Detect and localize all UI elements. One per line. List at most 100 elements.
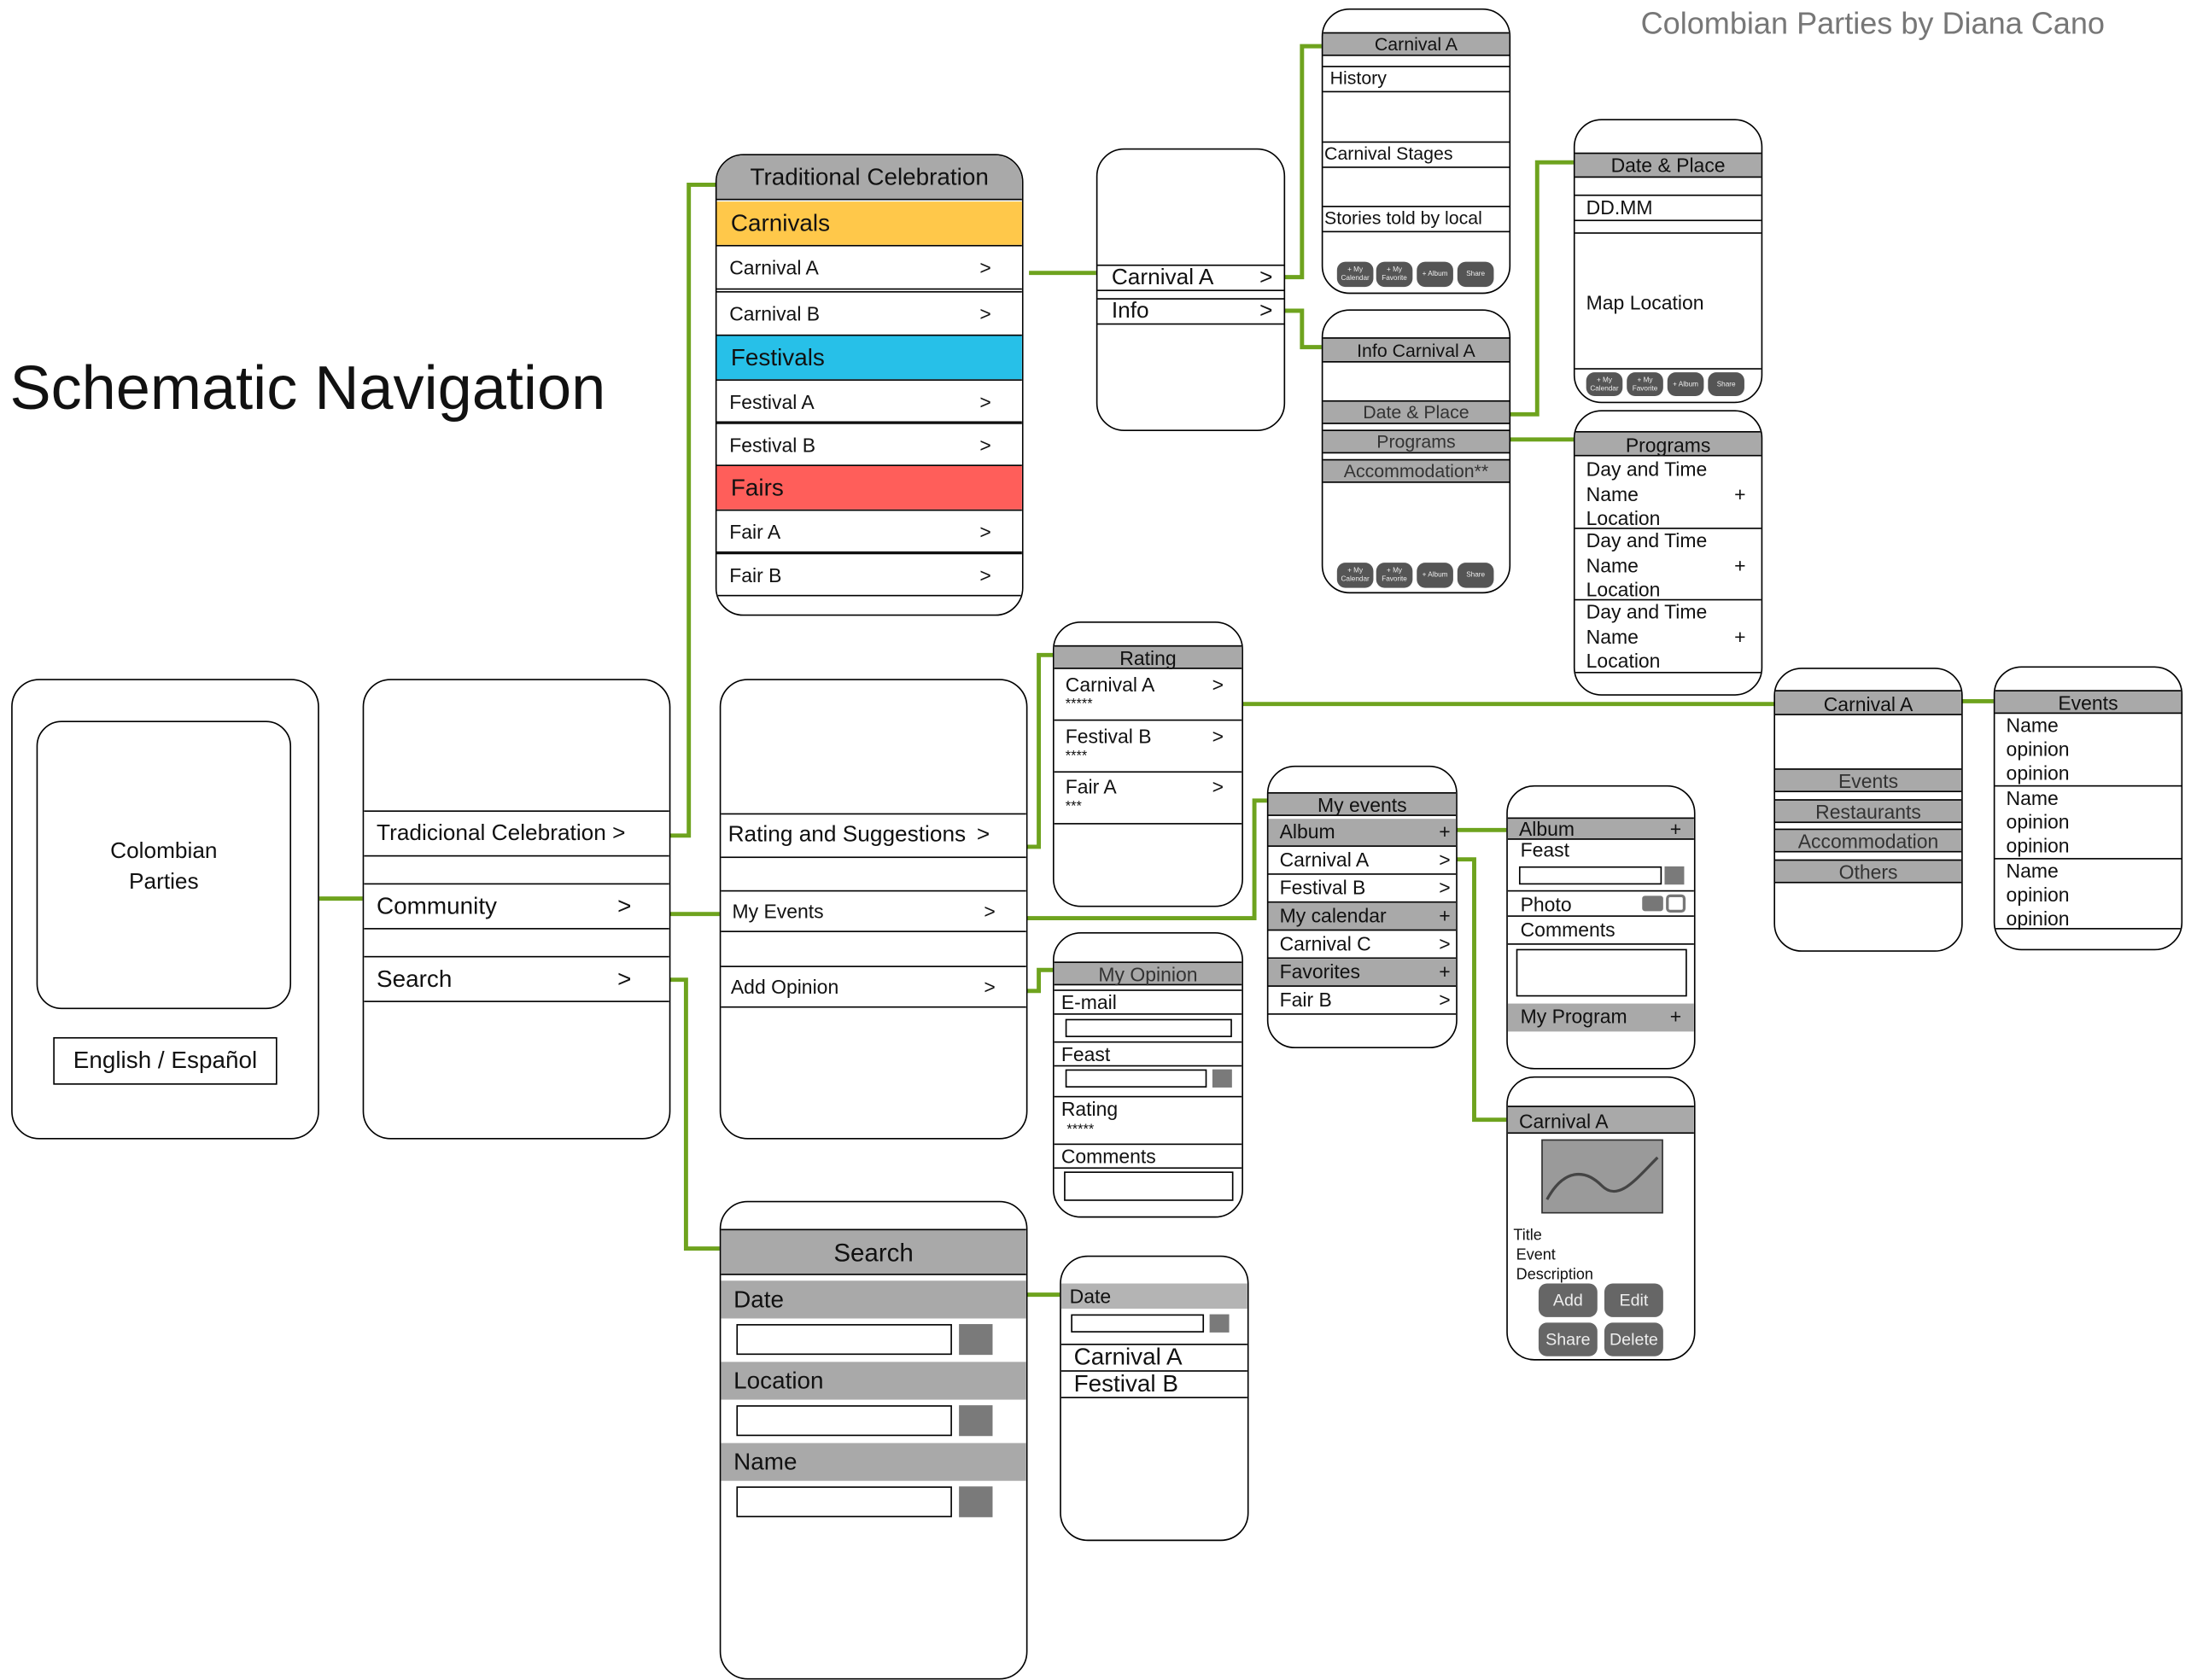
feast-input[interactable] xyxy=(1065,1069,1207,1088)
gallery-icon[interactable] xyxy=(1642,895,1663,912)
add-favorite-button[interactable]: + My Favorite xyxy=(1376,563,1413,588)
list-item-festival-b[interactable]: Festival B > xyxy=(716,423,1022,466)
rating-row[interactable]: Festival B **** > xyxy=(1054,720,1242,773)
my-events-item[interactable]: My Events > xyxy=(721,890,1026,932)
list-item-carnival-a[interactable]: Carnival A > xyxy=(716,244,1022,290)
share-button[interactable]: Share xyxy=(1457,563,1494,588)
programs-screen: Programs Day and Time Name Location + Da… xyxy=(1573,410,1763,696)
my-program-row[interactable]: My Program + xyxy=(1507,1003,1694,1032)
events-item[interactable]: Events xyxy=(1775,768,1962,793)
fairs-header: Fairs xyxy=(716,465,1022,510)
my-events-row[interactable]: Favorites+ xyxy=(1268,959,1457,987)
share-button[interactable]: Share xyxy=(1457,261,1494,288)
name-input[interactable] xyxy=(736,1486,952,1518)
chevron-right-icon: > xyxy=(1439,988,1451,1011)
my-opinion-title: My Opinion xyxy=(1054,961,1242,986)
location-input[interactable] xyxy=(736,1405,952,1437)
stories-row[interactable]: Stories told by local xyxy=(1323,206,1510,233)
program-entry[interactable]: Day and Time Name Location + xyxy=(1575,600,1762,674)
event-entry[interactable]: Name opinion opinion xyxy=(1995,859,2182,930)
plus-icon[interactable]: + xyxy=(1734,482,1746,505)
my-events-row[interactable]: Carnival A> xyxy=(1268,847,1457,875)
result-item[interactable]: Carnival A xyxy=(1060,1344,1247,1372)
chevron-right-icon: > xyxy=(1259,299,1273,323)
comments-row: Comments xyxy=(1507,919,1694,945)
menu-item-search[interactable]: Search > xyxy=(364,955,669,1002)
email-input[interactable] xyxy=(1065,1018,1232,1037)
comments-input[interactable] xyxy=(1064,1171,1234,1201)
rating-row[interactable]: Fair A *** > xyxy=(1054,773,1242,825)
program-entry[interactable]: Day and Time Name Location + xyxy=(1575,457,1762,529)
my-events-row[interactable]: Fair B> xyxy=(1268,987,1457,1015)
my-events-row[interactable]: Festival B> xyxy=(1268,875,1457,903)
credit-label: Colombian Parties by Diana Cano xyxy=(1640,5,2105,41)
add-album-button[interactable]: + Album xyxy=(1417,563,1453,588)
add-favorite-button[interactable]: + My Favorite xyxy=(1376,261,1413,288)
add-album-button[interactable]: + Album xyxy=(1417,261,1453,288)
plus-icon[interactable]: + xyxy=(1669,817,1682,840)
add-album-button[interactable]: + Album xyxy=(1667,372,1704,397)
rating-row[interactable]: Carnival A ***** > xyxy=(1054,669,1242,721)
carnival-detail-screen: Carnival A History Carnival Stages Stori… xyxy=(1321,8,1511,295)
results-date-input[interactable] xyxy=(1071,1314,1205,1333)
feast-input[interactable] xyxy=(1518,866,1662,885)
my-events-row[interactable]: Album+ xyxy=(1268,819,1457,847)
list-item-festival-a[interactable]: Festival A > xyxy=(716,379,1022,423)
menu-item-community[interactable]: Community > xyxy=(364,883,669,930)
event-opinion: opinion xyxy=(2006,810,2070,833)
edit-button[interactable]: Edit xyxy=(1604,1283,1663,1317)
photo-row[interactable]: Photo xyxy=(1507,890,1694,917)
event-entry[interactable]: Name opinion opinion xyxy=(1995,786,2182,860)
rating-suggestions-item[interactable]: Rating and Suggestions > xyxy=(721,813,1026,859)
add-button[interactable]: Add xyxy=(1538,1283,1598,1317)
programs-item[interactable]: Programs xyxy=(1323,429,1510,454)
menu-item-celebration[interactable]: Tradicional Celebration > xyxy=(364,810,669,857)
add-calendar-button[interactable]: + My Calendar xyxy=(1336,563,1374,588)
date-place-item[interactable]: Date & Place xyxy=(1323,400,1510,424)
program-entry[interactable]: Day and Time Name Location + xyxy=(1575,529,1762,601)
plus-icon[interactable]: + xyxy=(1669,1005,1682,1028)
camera-icon[interactable] xyxy=(1666,894,1686,913)
history-row[interactable]: History xyxy=(1323,66,1510,93)
share-button[interactable]: Share xyxy=(1708,372,1744,397)
feast-picker-button[interactable] xyxy=(1664,866,1685,885)
comments-input[interactable] xyxy=(1516,948,1687,997)
plus-icon[interactable]: + xyxy=(1734,625,1746,649)
result-item[interactable]: Festival B xyxy=(1060,1371,1247,1398)
language-button[interactable]: English / Español xyxy=(53,1036,278,1085)
chevron-right-icon: > xyxy=(1212,673,1224,696)
carnival-menu-item[interactable]: Carnival A > xyxy=(1097,264,1284,292)
list-item-fair-a[interactable]: Fair A > xyxy=(716,509,1022,553)
accommodation-item[interactable]: Accommodation** xyxy=(1323,458,1510,483)
rating-stars[interactable]: ***** xyxy=(1066,1122,1095,1138)
add-opinion-item[interactable]: Add Opinion > xyxy=(721,965,1026,1008)
add-favorite-button[interactable]: + My Favorite xyxy=(1627,372,1663,397)
info-menu-item[interactable]: Info > xyxy=(1097,298,1284,325)
my-events-label: My Events xyxy=(732,900,824,923)
stages-row[interactable]: Carnival Stages xyxy=(1323,141,1510,168)
album-title-bar[interactable]: Album + xyxy=(1507,817,1694,840)
plus-icon[interactable]: + xyxy=(1734,554,1746,577)
date-picker-button[interactable] xyxy=(959,1324,993,1356)
others-item[interactable]: Others xyxy=(1775,859,1962,884)
delete-button[interactable]: Delete xyxy=(1604,1322,1663,1356)
add-calendar-button[interactable]: + My Calendar xyxy=(1586,372,1623,397)
results-date-picker-button[interactable] xyxy=(1209,1314,1230,1333)
results-date-label: Date xyxy=(1060,1283,1247,1310)
my-events-row[interactable]: Carnival C> xyxy=(1268,930,1457,960)
list-item-carnival-b[interactable]: Carnival B > xyxy=(716,291,1022,336)
my-events-row[interactable]: My calendar+ xyxy=(1268,902,1457,931)
accommodation-item[interactable]: Accommodation xyxy=(1775,828,1962,853)
album-screen: Album + Feast Photo Comments My Program … xyxy=(1506,785,1696,1070)
share-button[interactable]: Share xyxy=(1538,1322,1598,1356)
event-opinion: opinion xyxy=(2006,761,2070,785)
add-calendar-button[interactable]: + My Calendar xyxy=(1336,261,1374,288)
restaurants-item[interactable]: Restaurants xyxy=(1775,799,1962,824)
event-entry[interactable]: Name opinion opinion xyxy=(1995,714,2182,787)
event-name: Name xyxy=(2006,859,2059,882)
date-input[interactable] xyxy=(736,1324,952,1356)
feast-picker-button[interactable] xyxy=(1212,1069,1232,1088)
name-picker-button[interactable] xyxy=(959,1486,993,1518)
location-picker-button[interactable] xyxy=(959,1405,993,1437)
list-item-fair-b[interactable]: Fair B > xyxy=(716,552,1022,597)
